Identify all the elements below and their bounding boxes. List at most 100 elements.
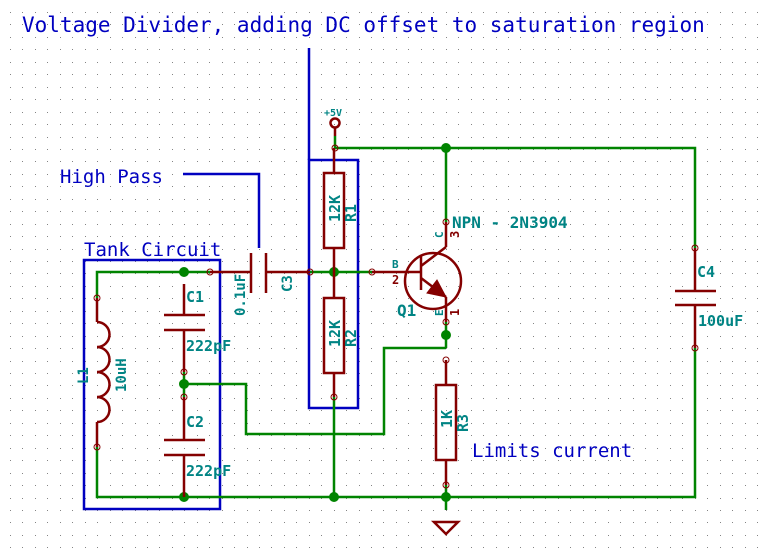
- capacitor-c1[interactable]: C1 222pF: [164, 284, 231, 372]
- grid-dot: [458, 485, 459, 486]
- grid-dot: [10, 385, 11, 386]
- grid-dot: [247, 510, 248, 511]
- grid-dot: [209, 211, 210, 212]
- capacitor-c3[interactable]: 0.1uF C3: [210, 253, 310, 316]
- grid-dot: [508, 323, 509, 324]
- grid-dot: [184, 510, 185, 511]
- grid-dot: [284, 373, 285, 374]
- grid-dot: [35, 74, 36, 75]
- grid-dot: [682, 137, 683, 138]
- grid-dot: [296, 522, 297, 523]
- grid-dot: [682, 473, 683, 474]
- grid-dot: [682, 236, 683, 237]
- grid-dot: [110, 224, 111, 225]
- grid-dot: [271, 12, 272, 13]
- grid-dot: [97, 410, 98, 411]
- grid-dot: [110, 273, 111, 274]
- grid-dot: [408, 435, 409, 436]
- grid-dot: [508, 348, 509, 349]
- grid-dot: [483, 311, 484, 312]
- grid-dot: [85, 211, 86, 212]
- grid-dot: [359, 460, 360, 461]
- transistor-q1[interactable]: NPN - 2N3904 Q1 B 2 C 3 E 1: [372, 213, 568, 322]
- grid-dot: [757, 249, 758, 250]
- grid-dot: [583, 423, 584, 424]
- grid-dot: [234, 224, 235, 225]
- grid-dot: [159, 423, 160, 424]
- grid-dot: [47, 361, 48, 362]
- grid-dot: [234, 311, 235, 312]
- grid-dot: [682, 161, 683, 162]
- resistor-r2[interactable]: 12K R2: [322, 272, 360, 397]
- grid-dot: [359, 37, 360, 38]
- grid-dot: [271, 211, 272, 212]
- grid-dot: [471, 485, 472, 486]
- grid-dot: [97, 74, 98, 75]
- grid-dot: [321, 211, 322, 212]
- grid-dot: [396, 87, 397, 88]
- grid-dot: [97, 373, 98, 374]
- grid-dot: [508, 385, 509, 386]
- grid-dot: [309, 37, 310, 38]
- grid-dot: [271, 498, 272, 499]
- grid-dot: [371, 261, 372, 262]
- grid-dot: [720, 298, 721, 299]
- grid-dot: [172, 99, 173, 100]
- grid-dot: [85, 62, 86, 63]
- grid-dot: [471, 149, 472, 150]
- grid-dot: [359, 211, 360, 212]
- grid-dot: [657, 448, 658, 449]
- grid-dot: [172, 398, 173, 399]
- grid-dot: [496, 12, 497, 13]
- grid-dot: [496, 112, 497, 113]
- grid-dot: [72, 37, 73, 38]
- grid-dot: [633, 473, 634, 474]
- grid-dot: [122, 435, 123, 436]
- grid-dot: [284, 37, 285, 38]
- resistor-r1[interactable]: 12K R1: [322, 148, 360, 272]
- resistor-r3[interactable]: 1K R3: [434, 360, 472, 485]
- grid-dot: [321, 224, 322, 225]
- grid-dot: [483, 261, 484, 262]
- grid-dot: [570, 186, 571, 187]
- grid-dot: [35, 211, 36, 212]
- grid-dot: [47, 236, 48, 237]
- grid-dot: [633, 535, 634, 536]
- grid-dot: [620, 161, 621, 162]
- grid-dot: [633, 12, 634, 13]
- grid-dot: [321, 311, 322, 312]
- grid-dot: [35, 448, 36, 449]
- grid-dot: [147, 485, 148, 486]
- grid-dot: [745, 385, 746, 386]
- capacitor-c4[interactable]: C4 100uF: [675, 248, 743, 348]
- grid-dot: [359, 510, 360, 511]
- grid-dot: [558, 410, 559, 411]
- grid-dot: [496, 273, 497, 274]
- grid-dot: [657, 498, 658, 499]
- capacitor-c2[interactable]: C2 222pF: [164, 397, 231, 497]
- grid-dot: [172, 473, 173, 474]
- grid-dot: [396, 137, 397, 138]
- grid-dot: [471, 311, 472, 312]
- inductor-l1[interactable]: L1 10uH: [76, 298, 130, 447]
- grid-dot: [533, 87, 534, 88]
- grid-dot: [745, 311, 746, 312]
- grid-dot: [147, 286, 148, 287]
- grid-dot: [209, 74, 210, 75]
- grid-dot: [745, 62, 746, 63]
- grid-dot: [545, 49, 546, 50]
- grid-dot: [608, 87, 609, 88]
- grid-dot: [496, 124, 497, 125]
- q1-ref: Q1: [397, 301, 416, 320]
- grid-dot: [197, 137, 198, 138]
- grid-dot: [595, 186, 596, 187]
- grid-dot: [720, 149, 721, 150]
- grid-dot: [583, 385, 584, 386]
- grid-dot: [483, 49, 484, 50]
- grid-dot: [433, 24, 434, 25]
- grid-dot: [396, 435, 397, 436]
- grid-dot: [757, 385, 758, 386]
- grid-dot: [745, 498, 746, 499]
- grid-dot: [197, 547, 198, 548]
- grid-dot: [110, 99, 111, 100]
